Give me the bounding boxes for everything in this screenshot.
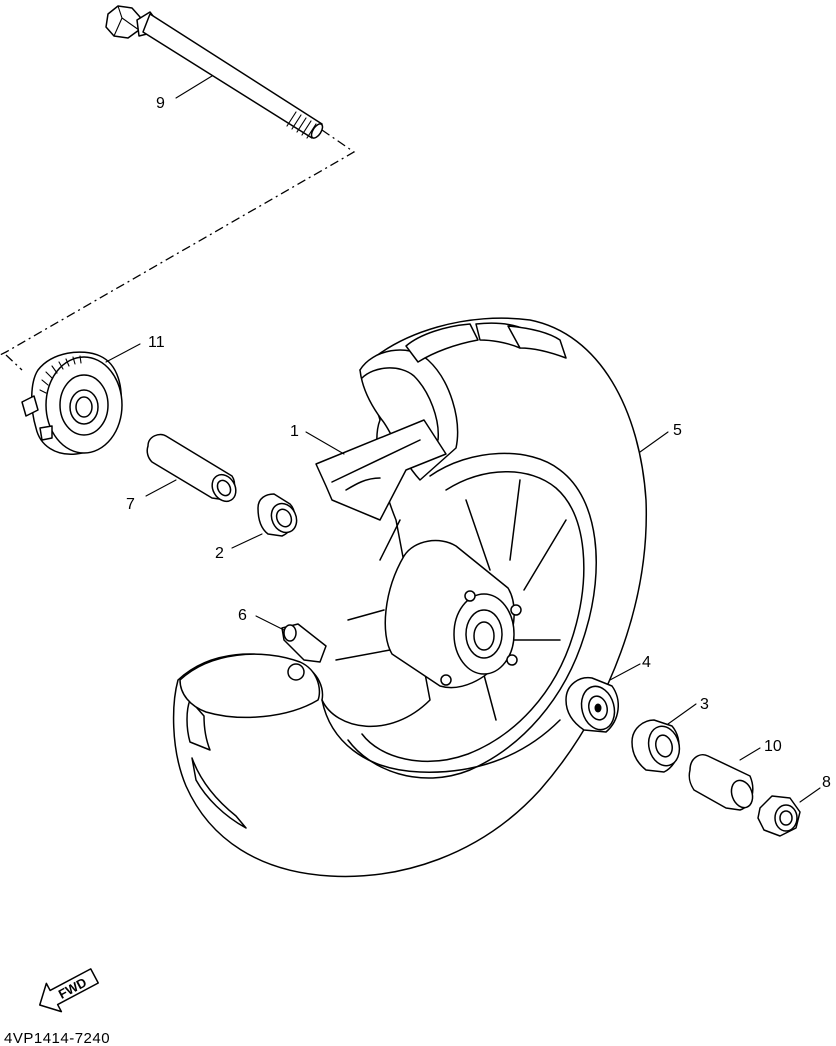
axle-alignment-line	[0, 129, 356, 356]
bearing-4-part	[565, 676, 619, 733]
axle-nut-part	[757, 795, 801, 837]
callout-5: 5	[673, 422, 682, 439]
leader-5	[639, 431, 669, 453]
tire-and-wheel-part	[172, 317, 648, 878]
callout-7: 7	[126, 496, 135, 513]
leader-lines	[105, 75, 821, 803]
bearing-3-part	[631, 719, 681, 773]
callout-8: 8	[822, 774, 831, 791]
forward-direction-badge: FWD	[38, 968, 99, 1013]
callout-2: 2	[215, 545, 224, 562]
speedometer-gear-unit-part	[21, 351, 123, 455]
callout-9: 9	[156, 95, 165, 112]
leader-1	[305, 431, 345, 455]
diagram-code: 4VP1414-7240	[4, 1030, 110, 1046]
callout-10: 10	[764, 738, 782, 755]
axle-bolt-part	[105, 5, 324, 139]
leader-11	[105, 343, 141, 363]
valve-part	[281, 623, 327, 681]
callout-labels: 9 11 1 5 7 2 6 4 3 10 8	[126, 95, 831, 791]
leader-6	[255, 615, 285, 631]
callout-3: 3	[700, 696, 709, 713]
leader-2	[231, 533, 263, 549]
leader-9	[175, 75, 213, 99]
callout-4: 4	[642, 654, 651, 671]
leader-7	[145, 479, 177, 497]
leader-10	[739, 747, 761, 761]
callout-6: 6	[238, 607, 247, 624]
leader-3	[667, 703, 697, 725]
fwd-label: FWD	[56, 975, 89, 1002]
axle-alignment-line-2	[5, 354, 23, 371]
collar-10-part	[688, 754, 754, 811]
oil-seal-part	[257, 493, 298, 537]
leader-4	[609, 663, 641, 681]
callout-1: 1	[290, 423, 299, 440]
callout-11: 11	[148, 334, 165, 351]
leader-8	[799, 787, 821, 803]
collar-part	[146, 433, 237, 503]
